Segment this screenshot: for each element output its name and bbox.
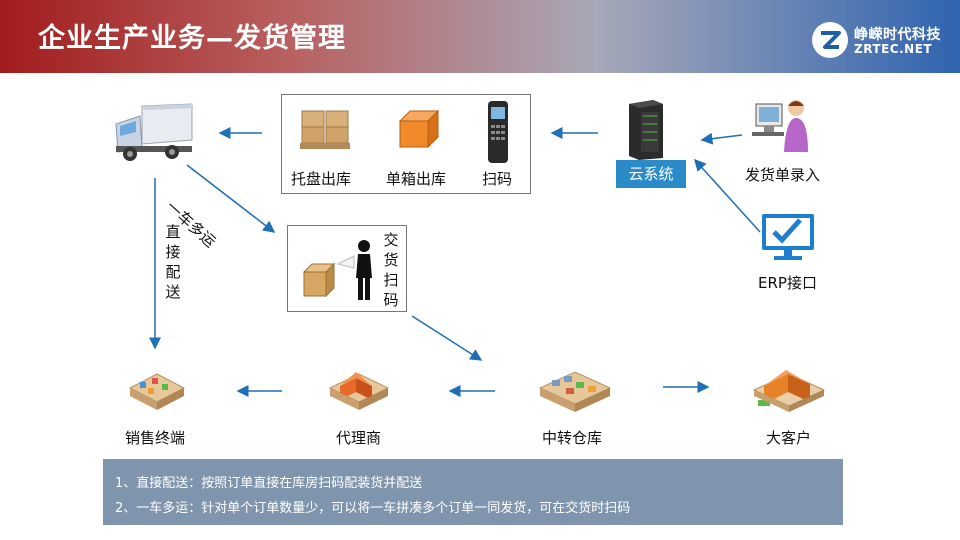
key-account-label: 大客户 [766, 429, 812, 447]
erp-monitor-icon [762, 214, 814, 260]
arrow-erp-to-cloud [693, 158, 761, 233]
delivery-person-scanning-icon [302, 240, 372, 300]
sales-terminal-label: 销售终端 [125, 429, 186, 447]
logo-z-icon [812, 22, 848, 58]
single-box-out-label: 单箱出库 [386, 170, 447, 188]
page-title: 企业生产业务—发货管理 [38, 23, 346, 54]
company-logo: 峥嵘时代科技 ZRTEC.NET [812, 22, 952, 62]
notes-panel: 1、直接配送：按照订单直接在库房扫码配装货并配送 2、一车多运：针对单个订单数量… [103, 459, 843, 525]
arrow-truck-to-handover [186, 164, 276, 233]
arrow-entry-to-cloud [700, 132, 743, 145]
note-multi-drop: 2、一车多运：针对单个订单数量少，可以将一车拼凑多个订单一同发货，可在交货时扫码 [115, 501, 631, 516]
scan-label: 扫码 [482, 170, 513, 188]
transfer-warehouse-icon [538, 371, 612, 412]
server-icon [629, 100, 663, 160]
erp-interface-label: ERP接口 [758, 274, 817, 292]
pallet-boxes-icon [300, 110, 350, 149]
outbound-methods-box [281, 94, 531, 194]
sales-terminal-store-icon [128, 373, 186, 410]
pallet-out-label: 托盘出库 [291, 170, 352, 188]
agent-building-icon [328, 372, 390, 410]
handover-scan-box [287, 225, 407, 312]
key-account-warehouse-icon [752, 370, 826, 412]
agent-label: 代理商 [336, 429, 382, 447]
direct-delivery-label: 直接配送 [165, 223, 181, 301]
logo-english-text: ZRTEC.NET [854, 42, 933, 56]
cloud-system-label: 云系统 [616, 160, 686, 188]
handover-scan-label: 交货扫码 [383, 231, 399, 309]
shipping-entry-label: 发货单录入 [745, 166, 821, 184]
note-direct-delivery: 1、直接配送：按照订单直接在库房扫码配装货并配送 [115, 476, 423, 491]
logo-chinese-text: 峥嵘时代科技 [854, 27, 941, 43]
single-box-icon [398, 109, 440, 149]
arrow-handover-to-warehouse [411, 315, 483, 361]
truck-icon [115, 103, 194, 161]
header-banner [0, 0, 960, 73]
barcode-scanner-icon [488, 101, 508, 163]
person-at-computer-icon [752, 100, 808, 152]
transfer-warehouse-label: 中转仓库 [542, 429, 603, 447]
